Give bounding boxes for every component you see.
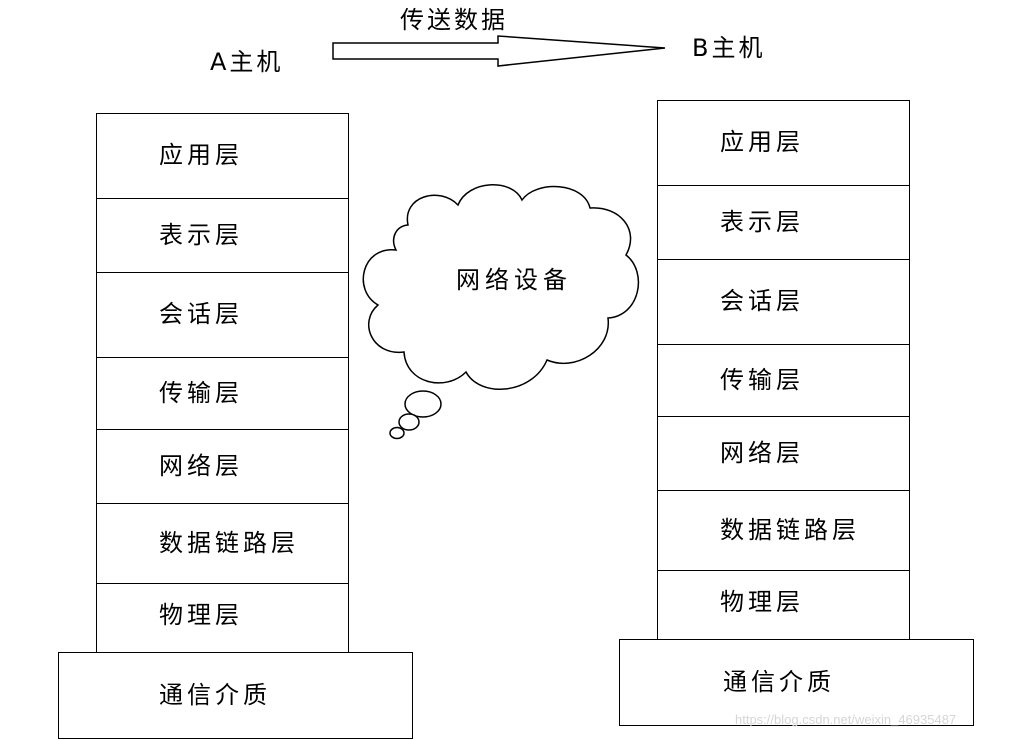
- host-b-layer-application: 应用层: [658, 101, 909, 186]
- layer-label: 网络层: [159, 451, 243, 480]
- layer-label: 应用层: [720, 127, 804, 156]
- host-a-layer-session: 会话层: [97, 273, 348, 358]
- cloud-bubble-small: [389, 426, 405, 440]
- host-a-layer-presentation: 表示层: [97, 199, 348, 273]
- host-b-layer-physical: 物理层: [658, 571, 909, 642]
- host-a-layer-application: 应用层: [97, 114, 348, 199]
- layer-label: 物理层: [159, 600, 243, 629]
- network-cloud-shape: [362, 184, 640, 390]
- host-a-layer-datalink: 数据链路层: [97, 504, 348, 584]
- host-b-layer-transport: 传输层: [658, 345, 909, 417]
- host-b-layer-presentation: 表示层: [658, 186, 909, 260]
- transfer-arrow: [332, 35, 666, 67]
- host-a-title: A主机: [210, 48, 284, 76]
- host-a-layer-network: 网络层: [97, 430, 348, 504]
- host-b-layer-session: 会话层: [658, 260, 909, 345]
- host-b-stack: 应用层 表示层 会话层 传输层 网络层 数据链路层 物理层: [657, 100, 910, 641]
- host-a-layer-physical: 物理层: [97, 584, 348, 655]
- host-a-layer-transport: 传输层: [97, 358, 348, 430]
- layer-label: 传输层: [720, 365, 804, 394]
- transfer-label: 传送数据: [400, 6, 508, 34]
- layer-label: 表示层: [159, 220, 243, 249]
- host-a-stack: 应用层 表示层 会话层 传输层 网络层 数据链路层 物理层: [96, 113, 349, 654]
- host-b-layer-network: 网络层: [658, 417, 909, 491]
- cloud-bubble-large: [404, 390, 442, 418]
- layer-label: 数据链路层: [159, 528, 299, 557]
- host-b-layer-datalink: 数据链路层: [658, 491, 909, 571]
- watermark: https://blog.csdn.net/weixin_46935487: [735, 712, 957, 727]
- cloud-label: 网络设备: [456, 266, 572, 294]
- medium-label: 通信介质: [723, 667, 835, 696]
- layer-label: 传输层: [159, 378, 243, 407]
- layer-label: 表示层: [720, 207, 804, 236]
- host-b-title: B主机: [692, 34, 766, 62]
- layer-label: 应用层: [159, 140, 243, 169]
- medium-label: 通信介质: [159, 680, 271, 709]
- layer-label: 会话层: [159, 299, 243, 328]
- layer-label: 网络层: [720, 438, 804, 467]
- cloud-bubble-medium: [398, 413, 420, 431]
- layer-label: 会话层: [720, 286, 804, 315]
- layer-label: 数据链路层: [720, 515, 860, 544]
- host-b-medium: 通信介质: [619, 639, 974, 726]
- host-a-medium: 通信介质: [58, 652, 413, 739]
- layer-label: 物理层: [720, 587, 804, 616]
